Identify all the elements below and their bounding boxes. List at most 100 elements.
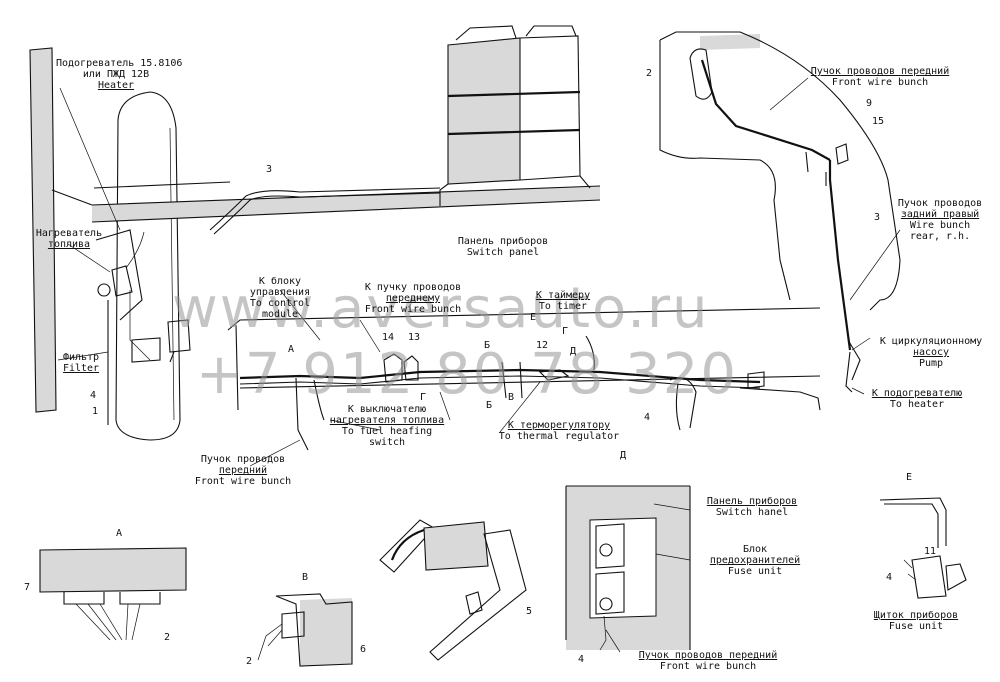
detail-v-fill [300, 598, 352, 666]
fuse-screw-2 [599, 597, 613, 611]
callout-1: 1 [92, 406, 99, 417]
control-module-label: К блоку управления To control module [249, 276, 311, 320]
leader-heater-right [851, 387, 865, 395]
leader-thermo [499, 381, 541, 433]
harness-top-2 [213, 192, 441, 235]
connector-13 [403, 355, 419, 381]
detail-e-wires [903, 559, 917, 581]
connector-14 [383, 353, 403, 383]
relay-box [167, 319, 191, 363]
mark-b-bottom: Б [486, 400, 493, 411]
leader-fuse [655, 553, 691, 561]
lower-frame-end [235, 324, 239, 411]
detail-e-socket [945, 563, 967, 591]
callout-15: 15 [872, 116, 885, 127]
leader-front-bunch [359, 319, 381, 353]
detail-v-bracket [275, 593, 353, 667]
callout-7: 7 [24, 582, 31, 593]
small-clips [805, 151, 827, 186]
timer-label: К таймеру To timer [535, 290, 591, 312]
fuse-block-label: Блок предохранителей Fuse unit [709, 544, 801, 577]
callout-3-top: 3 [266, 164, 273, 175]
mark-v: В [508, 392, 515, 403]
connector-12 [538, 369, 570, 381]
fuel-heater-ring [97, 283, 111, 297]
mark-g: Г [420, 392, 427, 403]
thermo-label: К терморегулятору To thermal regulator [498, 420, 620, 442]
cab-fill [700, 34, 760, 50]
callout-4-d: 4 [578, 654, 585, 665]
callout-14: 14 [382, 332, 395, 343]
right-clamp [747, 371, 765, 389]
front-wire-bottom-label: Пучок проводов передний Front wire bunch [194, 454, 292, 487]
mark-e: Е [530, 312, 537, 323]
frame-rail-fill [92, 186, 600, 222]
wheel-inner-line [169, 127, 175, 421]
main-harness-2 [239, 375, 761, 389]
leader-front-top [769, 77, 809, 111]
watermark-site: www.aversauto.ru [172, 276, 710, 341]
clip-9-15 [835, 143, 849, 165]
pump-label: К циркуляционному насосу Pump [879, 336, 983, 369]
view-d-title: Д [620, 450, 627, 461]
battery-1-fill [448, 38, 520, 184]
battery-bracket [439, 175, 591, 206]
thermo-wire [585, 335, 595, 371]
cab-panel-left [659, 40, 791, 301]
leader-front-d [605, 629, 621, 653]
fuel-heater-label: Нагреватель топлива [35, 228, 103, 250]
callout-9: 9 [866, 98, 873, 109]
grommet [689, 48, 713, 100]
rear-bunch-label: Пучок проводов задний правый Wire bunch … [897, 198, 983, 242]
to-heater-label: К подогревателю To heater [871, 388, 963, 410]
callout-11: 11 [924, 546, 937, 557]
right-harness-end [739, 387, 821, 411]
fuse-holders [595, 523, 625, 615]
fuse-wire [599, 615, 607, 651]
leader-heater [59, 87, 121, 231]
detail-a-connector [39, 547, 187, 593]
leader-fuel-heater [67, 243, 111, 273]
mark-b-top: Б [484, 340, 491, 351]
callout-4-left: 4 [90, 390, 97, 401]
section-b-lines [501, 361, 523, 399]
section-block-fill [424, 522, 488, 570]
callout-2-top: 2 [646, 68, 653, 79]
detail-a-pins [63, 592, 161, 605]
callout-5: 5 [526, 606, 533, 617]
callout-6: 6 [360, 644, 367, 655]
callout-4-mid: 4 [644, 412, 651, 423]
detail-e-bracket [879, 497, 947, 548]
leader-front-bottom [249, 439, 301, 467]
battery-straps [447, 90, 581, 136]
fuel-heater-body [111, 265, 133, 297]
fuel-switch-label: К выключателю нагревателя топлива To fue… [329, 404, 445, 448]
section-bolt [465, 591, 483, 615]
heater-label: Подогреватель 15.8106 или ПЖД 12В Heater [56, 58, 183, 91]
watermark-phone: +7 912 80 78 320 [196, 342, 739, 407]
callout-4-e: 4 [886, 572, 893, 583]
leader-rear [849, 229, 901, 301]
callout-13: 13 [408, 332, 421, 343]
harness-top [209, 187, 441, 231]
front-bunch-top [700, 59, 831, 161]
panel2-label: Панель приборов Switch hanel [706, 496, 798, 518]
leader-panel2 [653, 503, 691, 511]
detail-d-panel [565, 485, 691, 650]
fuse-panel-label: Щиток приборов Fuse unit [873, 610, 959, 632]
front-wire-top-label: Пучок проводов передний Front wire bunch [810, 66, 950, 88]
section-curve [390, 528, 425, 561]
leader-pump [851, 337, 871, 351]
mark-a: А [288, 344, 295, 355]
switch-panel-label: Панель приборов Switch panel [457, 236, 549, 258]
drop-wire-left [295, 377, 325, 451]
filter-box [131, 337, 161, 363]
lower-frame [227, 307, 821, 389]
view-v-title: В [302, 572, 309, 583]
pump-heater-wires [845, 339, 861, 393]
callout-3-right: 3 [874, 212, 881, 223]
mark-d: Д [570, 346, 577, 357]
leader-control-module [279, 289, 321, 341]
